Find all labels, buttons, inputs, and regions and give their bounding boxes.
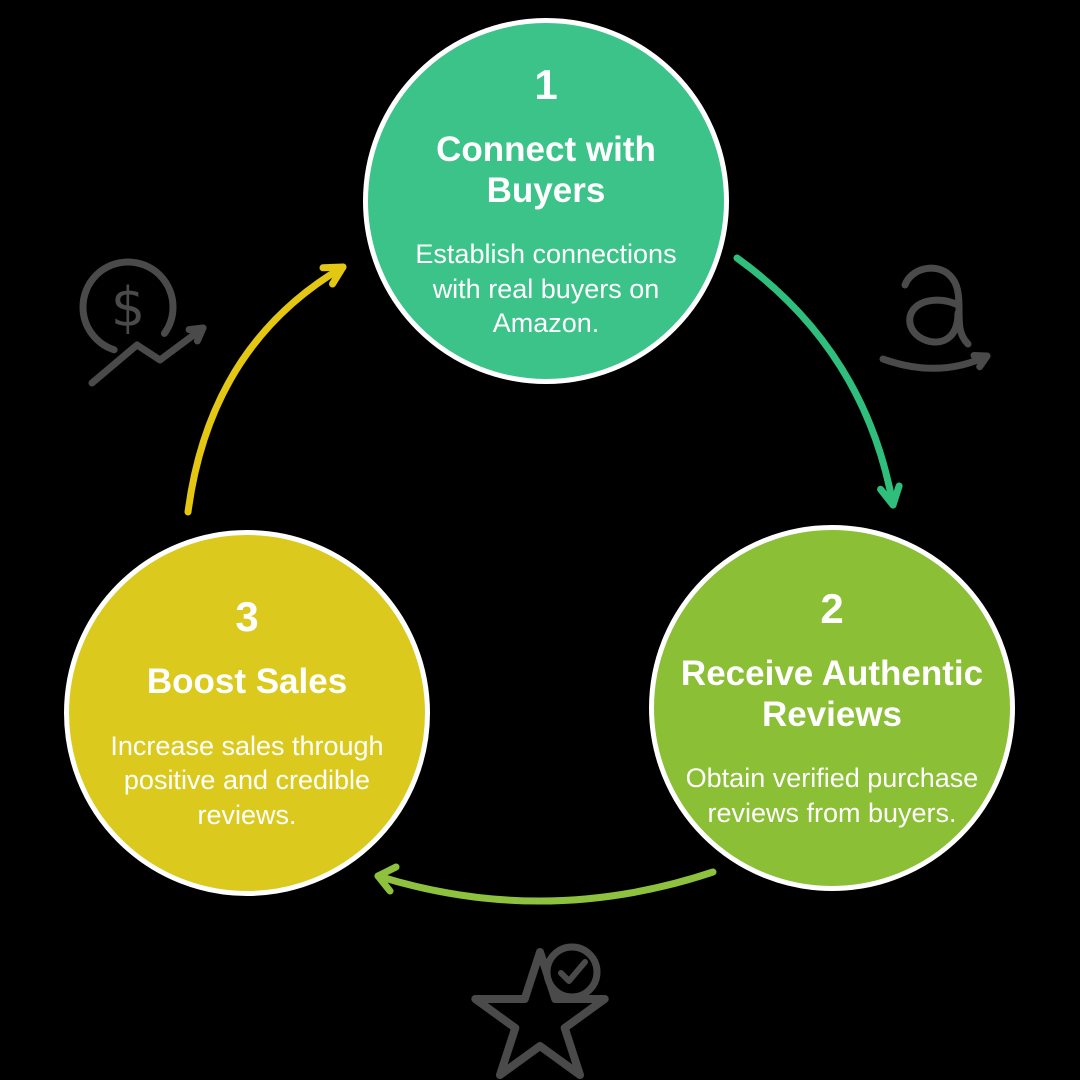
dollar-glyph: $ <box>111 276 145 339</box>
step-description: Increase sales through positive and cred… <box>110 730 384 830</box>
arrow-step1-to-step2 <box>733 254 903 509</box>
arrow-step2-to-step3 <box>374 863 717 905</box>
amazon-a-smile-icon <box>879 264 991 372</box>
step-number: 1 <box>534 60 558 108</box>
step-title: Receive Authentic Reviews <box>680 654 984 734</box>
step-circle-1: 1 Connect with Buyers Establish connecti… <box>363 18 729 384</box>
step-number: 2 <box>820 585 844 633</box>
arrow-step3-to-step1 <box>184 263 347 516</box>
step-description: Establish connections with real buyers o… <box>415 239 677 338</box>
step-title: Connect with Buyers <box>436 130 656 210</box>
step-circle-3: 3 Boost Sales Increase sales through pos… <box>64 530 430 896</box>
step-number: 3 <box>235 593 259 641</box>
step-description: Obtain verified purchase reviews from bu… <box>685 763 979 828</box>
star-check-icon <box>471 943 609 1079</box>
dollar-growth-icon: $ <box>79 258 207 387</box>
step-circle-2: 2 Receive Authentic Reviews Obtain verif… <box>649 525 1015 891</box>
step-title: Boost Sales <box>146 662 348 702</box>
